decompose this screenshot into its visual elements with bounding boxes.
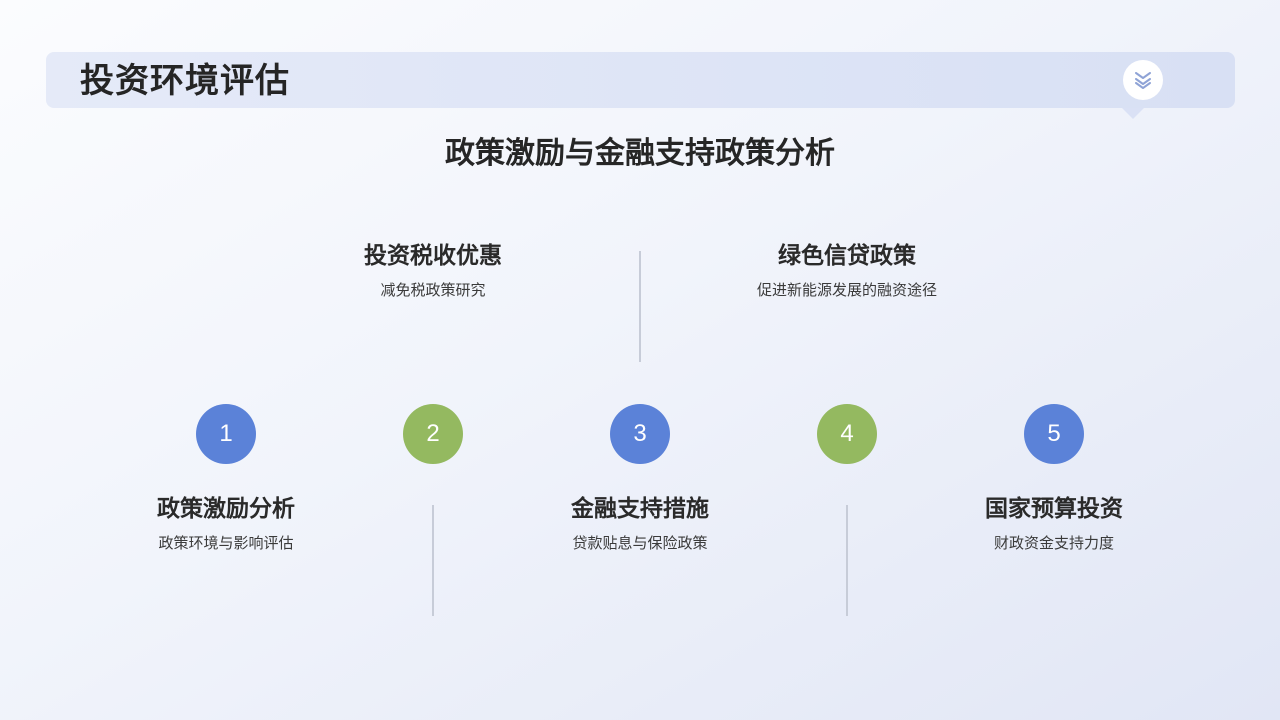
step-2-desc: 减免税政策研究 [380,281,486,299]
step-4-block: 绿色信贷政策 促进新能源发展的融资途径 [707,241,987,300]
header-bar: 投资环境评估 [46,52,1235,119]
step-3-marker: 3 [610,404,670,464]
step-2-block: 投资税收优惠 减免税政策研究 [293,241,573,300]
step-1-block: 政策激励分析 政策环境与影响评估 [86,494,366,553]
step-3-desc: 贷款贴息与保险政策 [572,534,708,552]
chevrons-down-icon [1135,72,1151,89]
connector-line-upper [639,251,641,362]
step-4-marker: 4 [817,404,877,464]
step-1-desc: 政策环境与影响评估 [158,534,294,552]
step-2-marker: 2 [403,404,463,464]
step-4-desc: 促进新能源发展的融资途径 [756,281,937,299]
connector-line-lower-left [432,505,434,616]
step-5-title: 国家预算投资 [985,496,1123,522]
step-3-title: 金融支持措施 [571,496,709,522]
step-4-title: 绿色信贷政策 [778,243,916,269]
scroll-down-button[interactable] [1123,60,1163,100]
step-5-block: 国家预算投资 财政资金支持力度 [914,494,1194,553]
step-5-marker: 5 [1024,404,1084,464]
page-title: 投资环境评估 [80,61,290,101]
step-1-marker: 1 [196,404,256,464]
step-3-block: 金融支持措施 贷款贴息与保险政策 [500,494,780,553]
slide-subtitle: 政策激励与金融支持政策分析 [445,136,835,171]
step-5-desc: 财政资金支持力度 [993,534,1114,552]
header-pointer [1122,108,1144,119]
connector-line-lower-right [846,505,848,616]
step-2-title: 投资税收优惠 [364,243,502,269]
step-1-title: 政策激励分析 [157,496,295,522]
